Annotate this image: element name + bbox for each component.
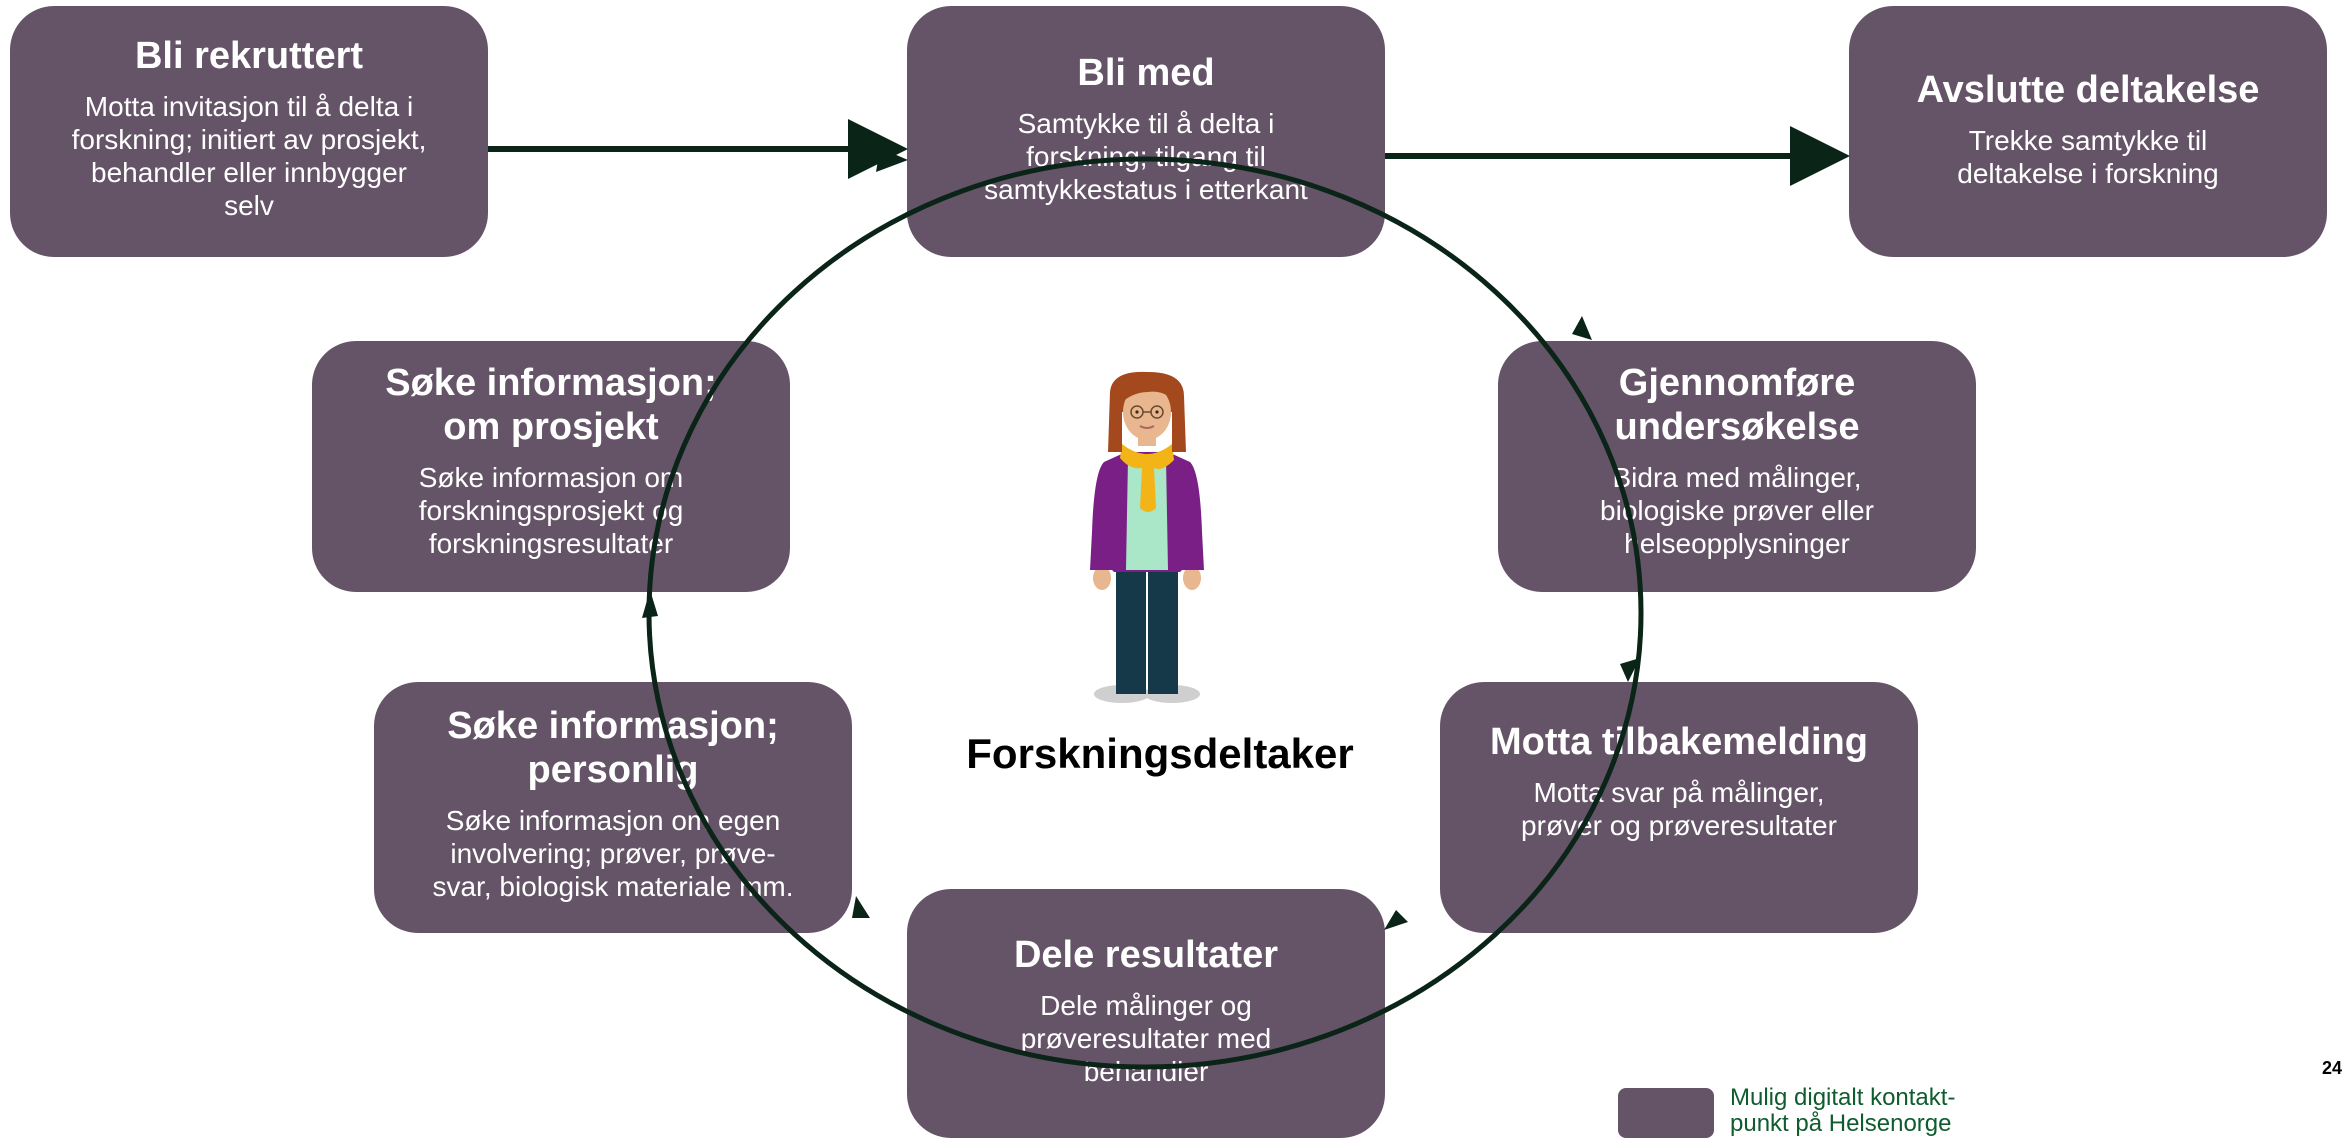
step-title: Søke informasjon; personlig (447, 705, 779, 791)
cycle-arrowhead-left (642, 590, 658, 618)
cycle-arrowhead-right-lower (1620, 658, 1640, 682)
research-participant-person-icon (1090, 371, 1204, 703)
cycle-arrowhead-right-upper (1572, 316, 1592, 340)
step-description: Samtykke til å delta i forskning; tilgan… (984, 108, 1308, 205)
step-motta-tilbakemelding: Motta tilbakemelding Motta svar på målin… (1440, 682, 1918, 933)
step-title: Dele resultater (1013, 934, 1278, 976)
step-dele-resultater: Dele resultater Dele målinger og prøvere… (907, 889, 1385, 1138)
step-description: Bidra med målinger, biologiske prøver el… (1600, 462, 1874, 559)
cycle-arrowhead-bottom-left (852, 896, 870, 918)
center-label: Forskningsdeltaker (966, 730, 1354, 777)
step-description: Søke informasjon om egen involvering; pr… (432, 805, 794, 902)
step-description: Trekke samtykke til deltakelse i forskni… (1957, 125, 2219, 189)
step-description: Motta svar på målinger, prøver og prøver… (1521, 777, 1837, 841)
step-soke-informasjon-prosjekt: Søke informasjon; om prosjekt Søke infor… (312, 341, 790, 592)
step-avslutte-deltakelse: Avslutte deltakelse Trekke samtykke til … (1849, 6, 2327, 257)
step-description: Dele målinger og prøveresultater med beh… (1020, 990, 1272, 1087)
step-gjennomfore-undersokelse: Gjennomføre undersøkelse Bidra med målin… (1498, 341, 1976, 592)
step-title: Søke informasjon; om prosjekt (385, 362, 717, 448)
step-description: Søke informasjon om forskningsprosjekt o… (418, 462, 684, 559)
page-number: 24 (2322, 1058, 2342, 1078)
legend-swatch (1618, 1088, 1714, 1138)
step-bli-rekruttert: Bli rekruttert Motta invitasjon til å de… (10, 6, 488, 257)
step-title: Bli med (1077, 52, 1215, 94)
step-description: Motta invitasjon til å delta i forskning… (71, 91, 427, 221)
cycle-arrowhead-top (876, 148, 908, 172)
step-bli-med: Bli med Samtykke til å delta i forskning… (907, 6, 1385, 257)
step-soke-informasjon-personlig: Søke informasjon; personlig Søke informa… (374, 682, 852, 933)
step-title: Motta tilbakemelding (1490, 721, 1868, 763)
step-title: Avslutte deltakelse (1916, 69, 2260, 111)
legend-text: Mulig digitalt kontakt- punkt på Helseno… (1730, 1084, 1956, 1137)
step-title: Bli rekruttert (134, 35, 364, 77)
cycle-arrowhead-bottom-right (1384, 910, 1408, 930)
step-title: Gjennomføre undersøkelse (1614, 362, 1860, 448)
